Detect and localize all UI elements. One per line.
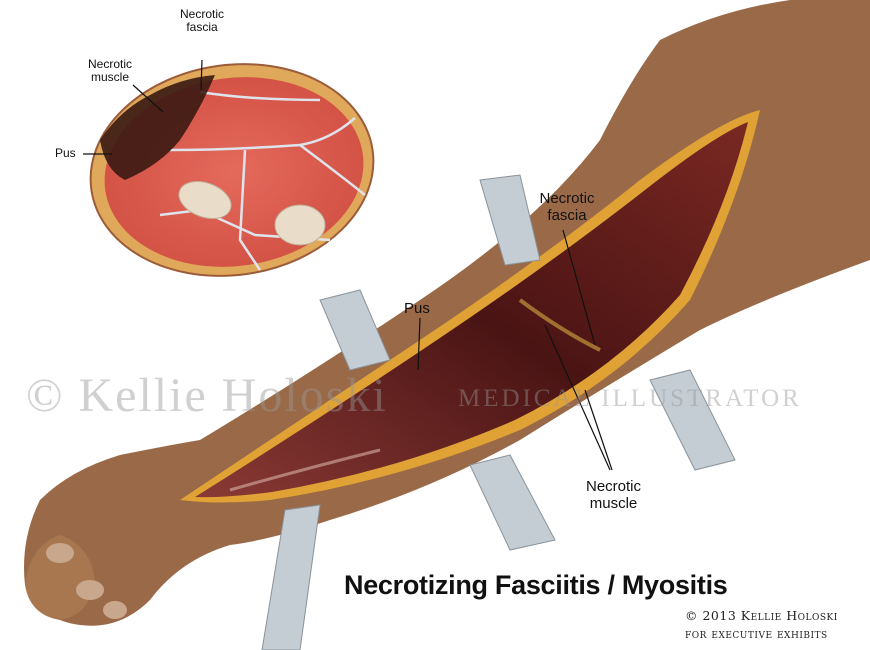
label-arm-pus: Pus: [404, 300, 430, 317]
incision-wound: [180, 110, 760, 503]
label-cs-necrotic-muscle: Necrotic muscle: [87, 57, 132, 84]
watermark-name: © Kellie Holoski: [26, 369, 388, 422]
watermark-role: MEDICAL ILLUSTRATOR: [458, 385, 802, 412]
copyright-line2: for executive exhibits: [685, 626, 828, 641]
label-arm-necrotic-muscle: Necrotic muscle: [585, 478, 641, 512]
retractors: [261, 174, 736, 650]
leader-lines: [83, 59, 613, 471]
label-cs-necrotic-fascia: Necrotic fascia: [179, 7, 224, 34]
label-arm-necrotic-fascia: Necrotic fascia: [539, 190, 595, 224]
label-cs-pus: Pus: [55, 146, 76, 160]
copyright-line1: © 2013 Kellie Holoski: [685, 608, 838, 623]
cross-section: [89, 63, 375, 277]
figure-title: Necrotizing Fasciitis / Myositis: [344, 570, 728, 600]
